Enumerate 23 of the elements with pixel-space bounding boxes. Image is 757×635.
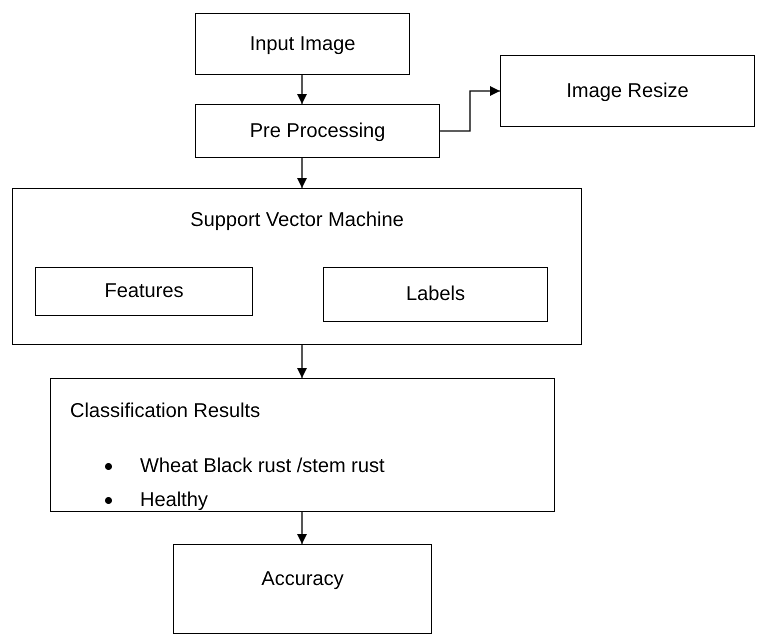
- arrow: [297, 75, 307, 104]
- box-label: Accuracy: [261, 567, 344, 592]
- box-label: Image Resize: [566, 78, 689, 104]
- box-heading: Classification Results: [70, 399, 260, 424]
- box-heading: Support Vector Machine: [189, 208, 405, 233]
- group-box: [12, 188, 582, 345]
- arrow: [297, 345, 307, 378]
- box-label: Input Image: [250, 32, 356, 56]
- process-box: [500, 55, 755, 127]
- process-box: [35, 267, 253, 316]
- arrow: [297, 158, 307, 188]
- box-label: Features: [104, 279, 184, 304]
- process-box: [195, 104, 440, 158]
- process-box: [195, 13, 410, 75]
- box-label: Labels: [406, 282, 465, 307]
- arrow: [440, 86, 500, 132]
- arrow: [297, 512, 307, 544]
- bullet-item: Wheat Black rust /stem rust: [105, 449, 385, 483]
- box-label: Pre Processing: [250, 118, 386, 144]
- bullet-item: Healthy: [105, 483, 385, 517]
- process-box: [323, 267, 548, 322]
- results-box: [50, 378, 555, 512]
- process-box: [173, 544, 432, 634]
